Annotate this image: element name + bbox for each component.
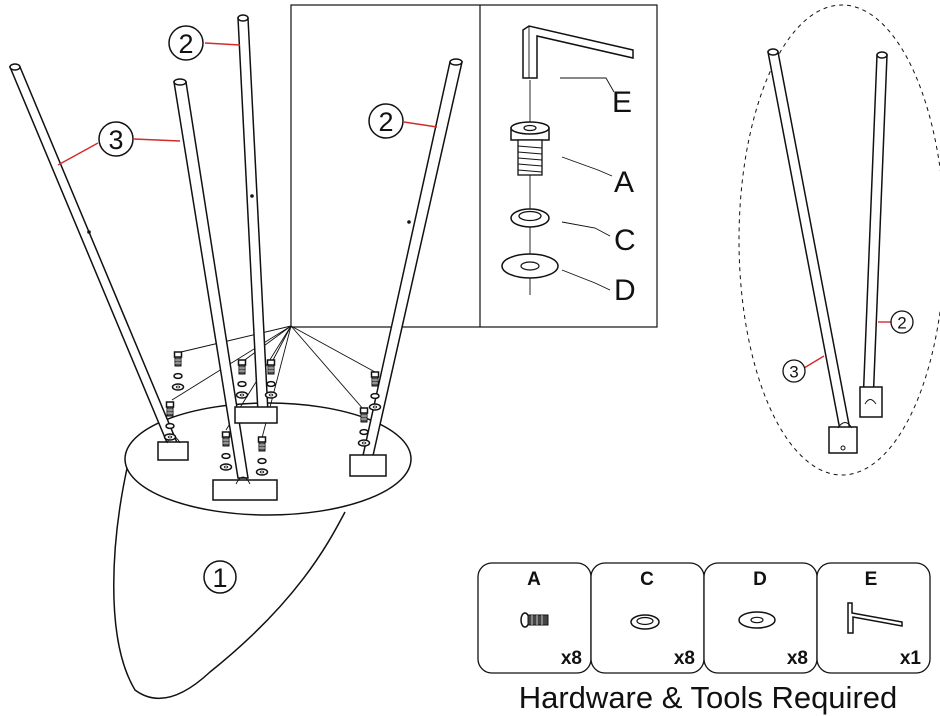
allen-key-icon — [847, 602, 903, 634]
leg-top — [234, 14, 278, 424]
leg-right — [349, 58, 463, 477]
hardware-qty-a: x8 — [561, 648, 582, 669]
label-d: D — [614, 274, 636, 307]
leg-orientation-detail: 2 3 — [738, 4, 940, 476]
hardware-title: Hardware & Tools Required — [519, 680, 898, 715]
hardware-letter-c: C — [640, 569, 654, 590]
label-a: A — [614, 166, 634, 199]
seat-number: 1 — [212, 563, 227, 593]
hardware-table: A x8 C x8 D — [477, 562, 931, 715]
hardware-qty-c: x8 — [674, 648, 695, 669]
detail-lock-washer — [510, 208, 550, 228]
hardware-qty-e: x1 — [900, 648, 922, 669]
leg-left-number: 3 — [108, 125, 123, 155]
front-foot-plate — [212, 476, 278, 501]
label-e: E — [612, 86, 632, 119]
hardware-letter-d: D — [753, 569, 767, 590]
hardware-card-c: C x8 — [590, 562, 705, 674]
leg-top-number: 2 — [178, 29, 193, 59]
hardware-letter-a: A — [527, 569, 541, 590]
label-c: C — [614, 224, 636, 257]
detail-leg-2-number: 2 — [897, 314, 906, 333]
hardware-card-e: E x1 — [816, 562, 931, 674]
detail-leg-3-number: 3 — [789, 363, 798, 382]
hardware-qty-d: x8 — [787, 648, 808, 669]
detail-bolt — [510, 121, 550, 176]
callout-leg-top: 2 — [168, 25, 241, 61]
callout-leg-left: 3 — [57, 121, 181, 166]
leg-left-inner — [173, 78, 249, 479]
flat-washer-icon — [738, 611, 776, 629]
detail-flat-washer — [501, 253, 559, 279]
hardware-detail-inset: E A C D — [290, 4, 658, 328]
hardware-letter-e: E — [865, 569, 878, 590]
detail-allen-key — [522, 25, 634, 79]
bolt-icon — [520, 612, 549, 628]
hardware-card-a: A x8 — [477, 562, 592, 674]
hardware-card-d: D x8 — [703, 562, 818, 674]
leg-right-number: 2 — [378, 107, 393, 137]
leg-left — [8, 63, 189, 461]
seat-callout: 1 — [203, 560, 237, 594]
callout-leg-right: 2 — [368, 103, 438, 139]
lock-washer-icon — [630, 614, 660, 630]
